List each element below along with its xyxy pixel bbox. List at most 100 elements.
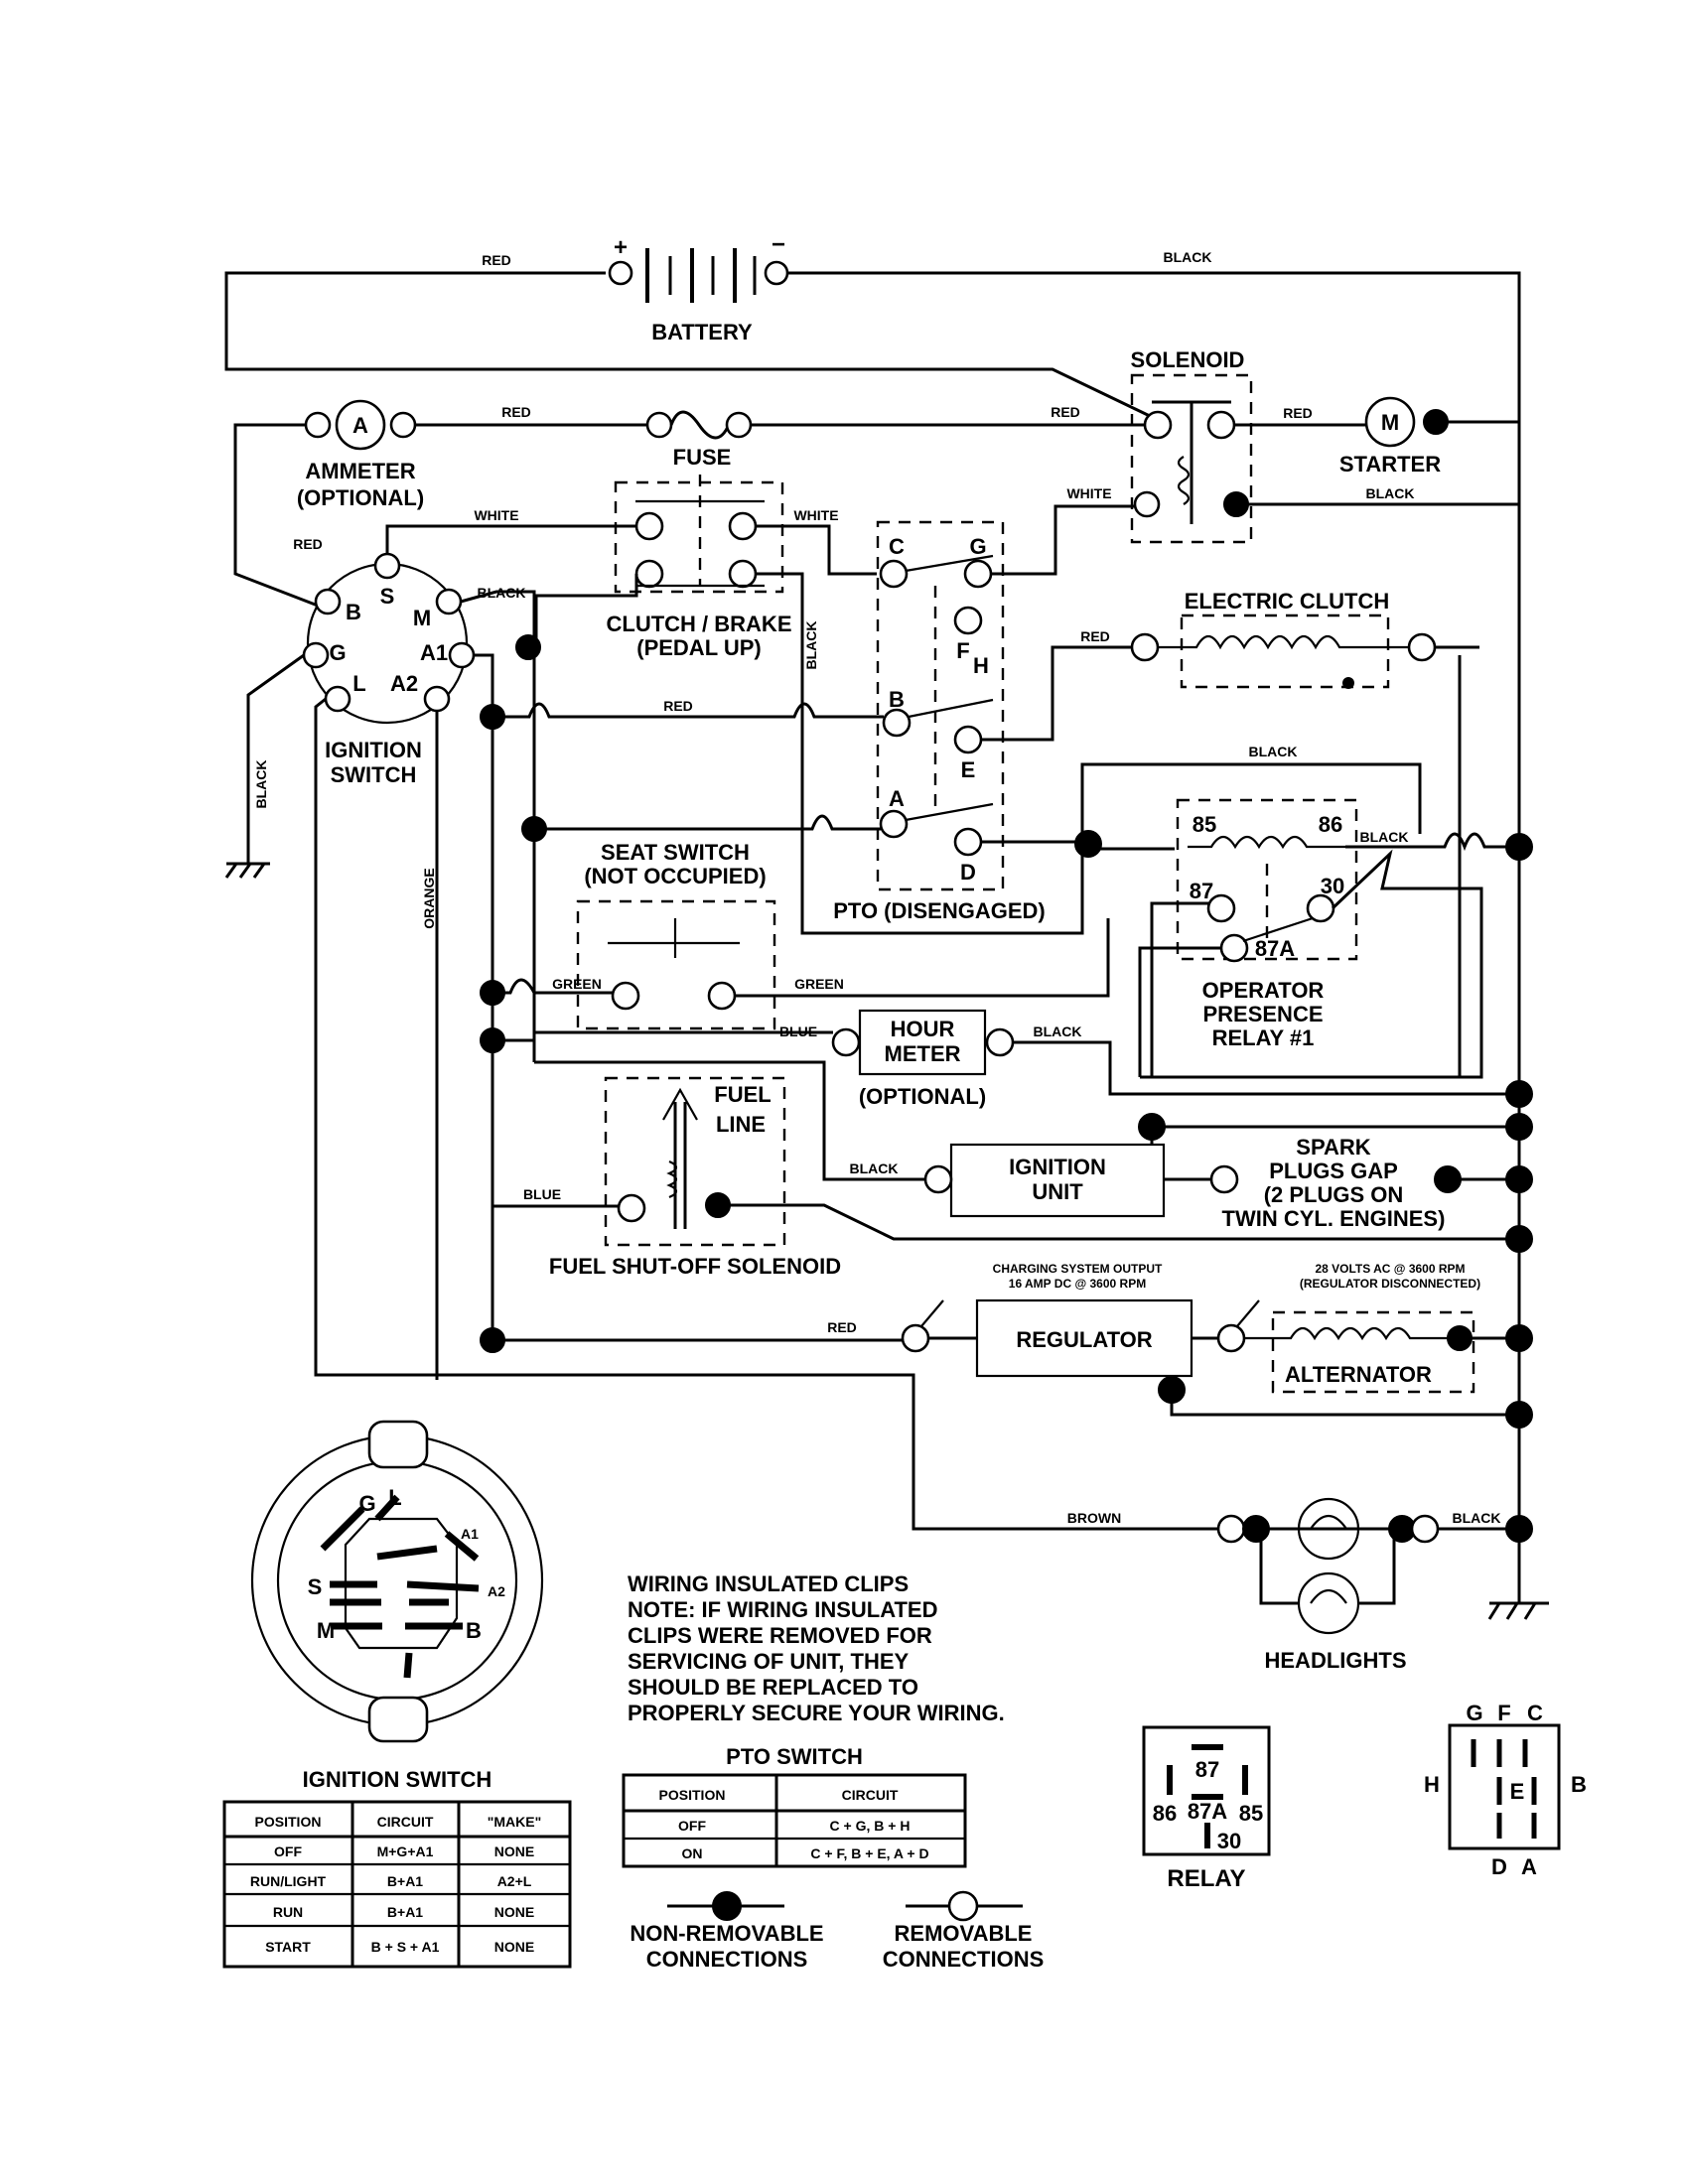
svg-text:WHITE: WHITE — [1066, 485, 1111, 501]
svg-text:NONE: NONE — [494, 1904, 534, 1920]
svg-text:ORANGE: ORANGE — [421, 868, 437, 928]
svg-text:30: 30 — [1217, 1829, 1241, 1853]
svg-text:A1: A1 — [461, 1526, 479, 1542]
solenoid: SOLENOID RED BLACK — [1131, 347, 1519, 544]
svg-text:BLACK: BLACK — [1249, 744, 1298, 759]
svg-text:POSITION: POSITION — [255, 1814, 322, 1830]
svg-text:RUN/LIGHT: RUN/LIGHT — [250, 1873, 327, 1889]
svg-text:RUN: RUN — [273, 1904, 303, 1920]
svg-text:REMOVABLE: REMOVABLE — [895, 1921, 1033, 1946]
svg-text:CONNECTIONS: CONNECTIONS — [646, 1947, 808, 1972]
svg-text:A: A — [1521, 1854, 1537, 1879]
svg-text:B: B — [346, 600, 361, 624]
svg-text:85: 85 — [1239, 1801, 1263, 1826]
svg-text:D: D — [960, 860, 976, 885]
svg-text:SWITCH: SWITCH — [331, 762, 417, 787]
svg-text:B+A1: B+A1 — [387, 1904, 423, 1920]
svg-text:G: G — [358, 1491, 375, 1516]
svg-text:WHITE: WHITE — [474, 507, 518, 523]
svg-text:16 AMP DC @ 3600 RPM: 16 AMP DC @ 3600 RPM — [1009, 1277, 1146, 1291]
svg-text:SPARK: SPARK — [1296, 1135, 1370, 1160]
pto-pinout: G F C H E B D A — [1424, 1701, 1587, 1879]
svg-text:GREEN: GREEN — [794, 976, 844, 992]
svg-text:A1: A1 — [420, 640, 448, 665]
starter: M STARTER — [1339, 396, 1519, 477]
svg-text:PTO SWITCH: PTO SWITCH — [726, 1744, 863, 1769]
ignition-switch-face: G L A1 S A2 M B — [250, 1420, 544, 1743]
svg-text:RED: RED — [293, 536, 323, 552]
regulator-alternator: REGULATOR RED CHARGING SYSTEM OUTPUT 16 … — [492, 1262, 1533, 1429]
ammeter-fuse-line: A RED RED RED FUSE AMMETER (OPTIONAL) — [233, 399, 1145, 608]
svg-text:RED: RED — [1283, 405, 1313, 421]
svg-text:BLACK: BLACK — [1034, 1024, 1082, 1039]
svg-text:G: G — [329, 640, 346, 665]
svg-text:D: D — [1491, 1854, 1507, 1879]
svg-text:RED: RED — [827, 1319, 857, 1335]
svg-text:G: G — [969, 534, 986, 559]
svg-text:FUEL SHUT-OFF SOLENOID: FUEL SHUT-OFF SOLENOID — [549, 1254, 841, 1279]
svg-text:L: L — [388, 1485, 401, 1510]
connection-legend: NON-REMOVABLE CONNECTIONS REMOVABLE CONN… — [630, 1890, 1045, 1972]
seat-switch: SEAT SWITCH (NOT OCCUPIED) GREEN GREEN — [492, 840, 1110, 1030]
svg-text:POSITION: POSITION — [659, 1787, 726, 1803]
svg-text:CLUTCH / BRAKE: CLUTCH / BRAKE — [607, 612, 792, 636]
svg-text:CONNECTIONS: CONNECTIONS — [883, 1947, 1045, 1972]
svg-text:PLUGS GAP: PLUGS GAP — [1269, 1159, 1398, 1183]
svg-text:BLACK: BLACK — [253, 760, 269, 809]
svg-text:IGNITION SWITCH: IGNITION SWITCH — [303, 1767, 492, 1792]
svg-text:SOLENOID: SOLENOID — [1131, 347, 1245, 372]
svg-text:HOUR: HOUR — [891, 1017, 955, 1041]
svg-text:ALTERNATOR: ALTERNATOR — [1285, 1362, 1432, 1387]
svg-text:IGNITION: IGNITION — [325, 738, 422, 762]
battery-minus: − — [772, 231, 785, 258]
svg-text:RELAY: RELAY — [1167, 1865, 1245, 1892]
svg-text:NON-REMOVABLE: NON-REMOVABLE — [630, 1921, 823, 1946]
svg-text:BLACK: BLACK — [1164, 249, 1212, 265]
svg-text:85: 85 — [1193, 812, 1216, 837]
svg-text:RED: RED — [482, 252, 511, 268]
svg-text:A2+L: A2+L — [497, 1873, 532, 1889]
svg-text:87: 87 — [1190, 879, 1213, 903]
svg-text:SERVICING OF UNIT, THEY: SERVICING OF UNIT, THEY — [628, 1649, 910, 1674]
svg-text:RED: RED — [1080, 628, 1110, 644]
svg-text:OFF: OFF — [678, 1818, 706, 1834]
svg-text:L: L — [352, 671, 365, 696]
svg-text:WHITE: WHITE — [793, 507, 838, 523]
svg-text:(2 PLUGS ON: (2 PLUGS ON — [1264, 1182, 1404, 1207]
ignition-unit: IGNITION UNIT BLACK SPARK PLUGS GAP (2 P… — [534, 1060, 1533, 1231]
pto-switch: C G F H B E A D PTO (DISENGAGED) WHITE R… — [492, 485, 1175, 923]
svg-text:B+A1: B+A1 — [387, 1873, 423, 1889]
svg-text:CLIPS WERE REMOVED FOR: CLIPS WERE REMOVED FOR — [628, 1623, 932, 1648]
pto-switch-table: PTO SWITCH POSITION CIRCUIT OFF C + G, B… — [622, 1744, 967, 1868]
svg-text:(PEDAL UP): (PEDAL UP) — [636, 635, 762, 660]
svg-text:SEAT SWITCH: SEAT SWITCH — [601, 840, 750, 865]
svg-text:A2: A2 — [488, 1583, 505, 1599]
svg-text:86: 86 — [1153, 1801, 1177, 1826]
svg-text:S: S — [380, 584, 395, 609]
svg-text:ON: ON — [682, 1845, 703, 1861]
svg-text:87: 87 — [1195, 1757, 1219, 1782]
svg-text:(NOT OCCUPIED): (NOT OCCUPIED) — [584, 864, 766, 888]
svg-text:OFF: OFF — [274, 1843, 302, 1859]
svg-text:BLUE: BLUE — [523, 1186, 561, 1202]
svg-text:A: A — [352, 413, 368, 438]
svg-text:BLACK: BLACK — [1366, 485, 1415, 501]
svg-text:A2: A2 — [390, 671, 418, 696]
svg-text:NONE: NONE — [494, 1939, 534, 1955]
svg-text:30: 30 — [1321, 874, 1344, 898]
svg-text:METER: METER — [885, 1041, 961, 1066]
svg-text:E: E — [1510, 1779, 1525, 1804]
electric-clutch: ELECTRIC CLUTCH — [1130, 589, 1479, 689]
svg-text:B: B — [889, 687, 905, 712]
svg-text:C: C — [889, 534, 905, 559]
svg-text:IGNITION: IGNITION — [1009, 1155, 1106, 1179]
svg-text:BLACK: BLACK — [1360, 829, 1409, 845]
battery-plus: + — [614, 234, 628, 261]
svg-text:M: M — [317, 1618, 335, 1643]
svg-text:B: B — [466, 1618, 482, 1643]
clutch-brake-switch: CLUTCH / BRAKE (PEDAL UP) WHITE BLACK — [534, 475, 1422, 935]
svg-text:M: M — [1381, 410, 1399, 435]
svg-text:OPERATOR: OPERATOR — [1202, 978, 1325, 1003]
svg-text:FUEL: FUEL — [714, 1082, 771, 1107]
svg-text:28 VOLTS AC @ 3600 RPM: 28 VOLTS AC @ 3600 RPM — [1315, 1262, 1465, 1276]
